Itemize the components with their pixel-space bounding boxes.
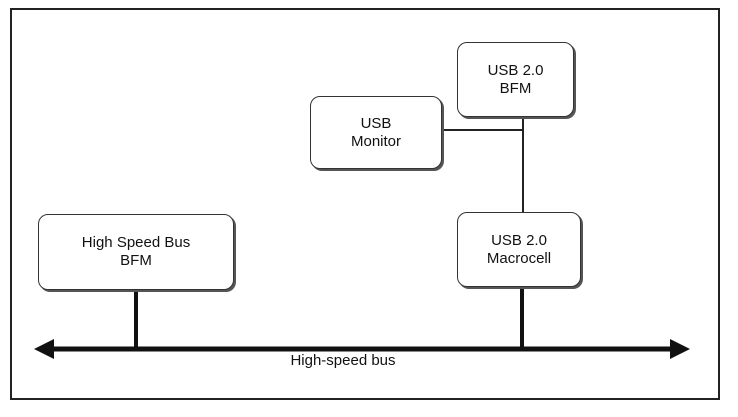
usb-monitor-label: USB Monitor [350,114,402,150]
high-speed-bus-bfm-label: High Speed Bus BFM [81,234,191,269]
usb-monitor-block: USB Monitor [310,96,442,169]
bus-right-arrow [670,339,690,359]
usb20-bfm-block: USB 2.0 BFM [457,42,574,117]
usb20-macrocell-label: USB 2.0 Macrocell [486,231,552,267]
high-speed-bus-label: High-speed bus [290,352,396,369]
usb20-bfm-label: USB 2.0 BFM [487,61,544,97]
diagram-frame [10,8,720,400]
usb20-macrocell-block: USB 2.0 Macrocell [457,212,581,287]
bus-left-arrow [34,339,54,359]
high-speed-bus-bfm-block: High Speed Bus BFM [38,214,234,290]
